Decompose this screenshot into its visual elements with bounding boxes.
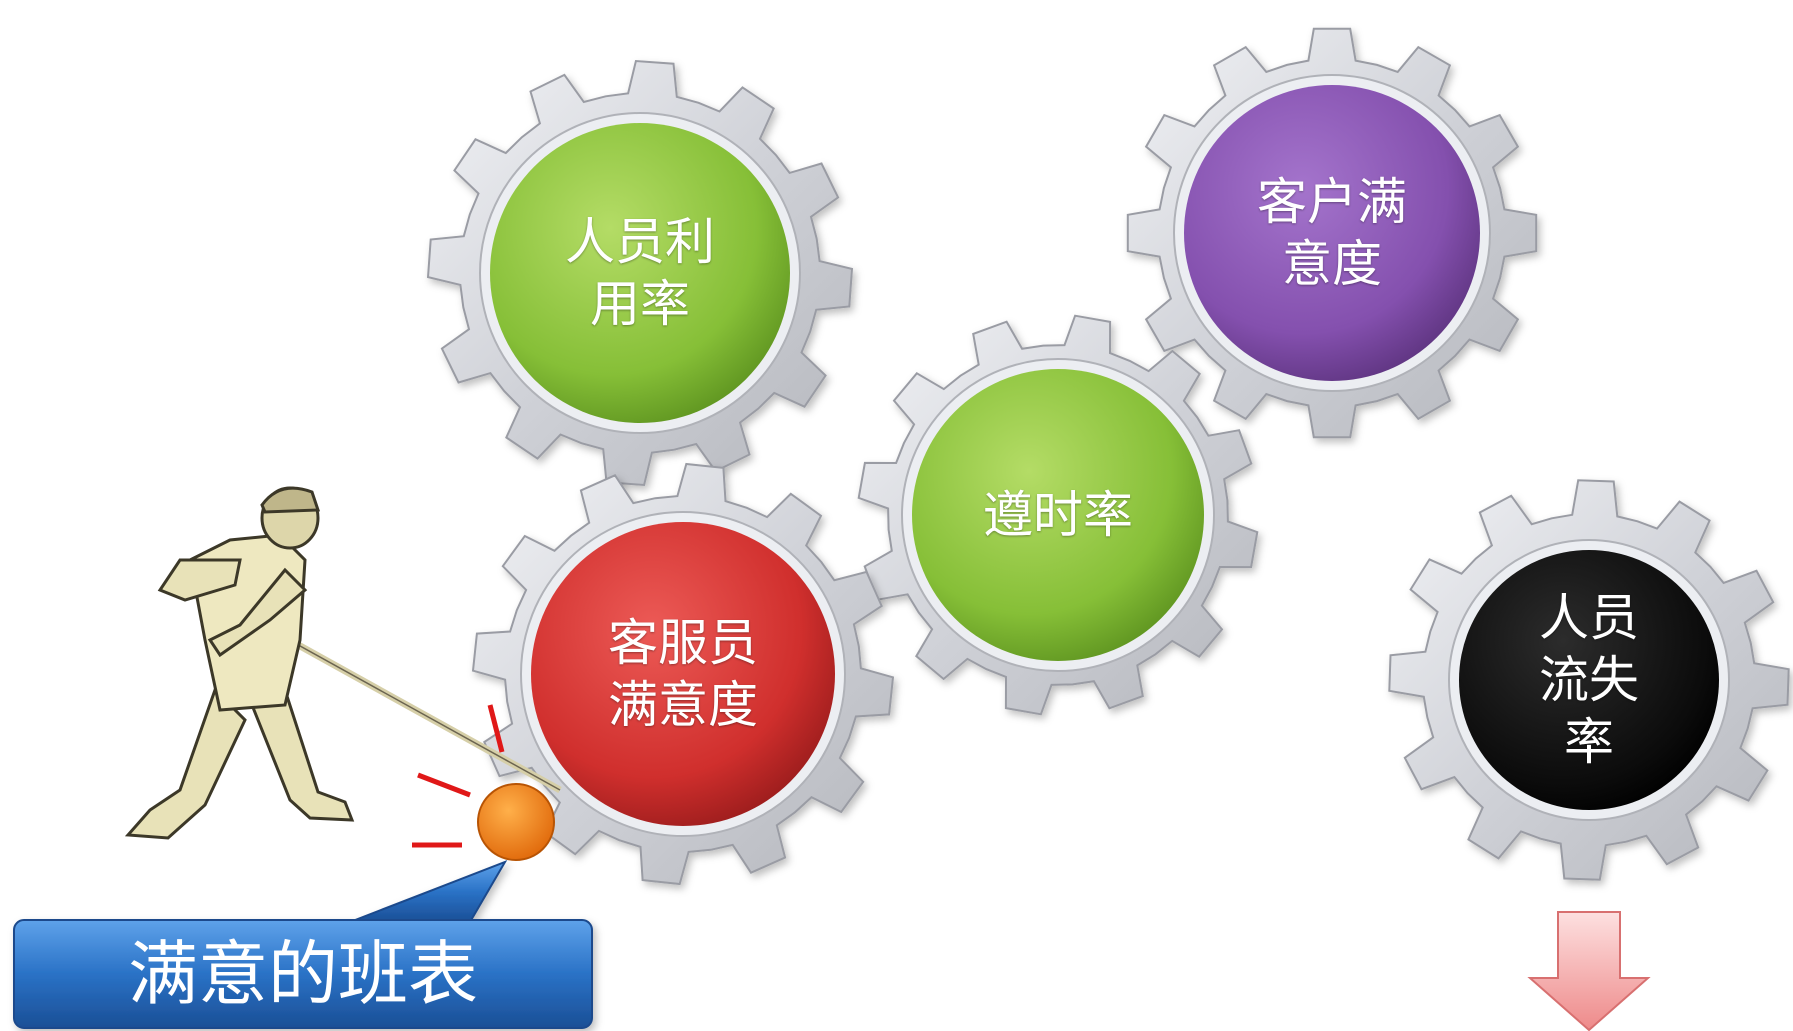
worker-pushing-lever-icon (124, 486, 562, 840)
gear-label-customer-satisfaction: 客户满 意度 (1257, 173, 1407, 293)
gear-adherence-rate (857, 314, 1259, 716)
callout-box (13, 860, 593, 1029)
down-arrow-icon (1527, 911, 1651, 1031)
gear-label-attrition-rate: 人员 流失 率 (1539, 589, 1639, 771)
gear-agent-satisfaction (471, 462, 895, 886)
gear-staff-utilization-hub (490, 123, 790, 423)
callout-label: 满意的班表 (128, 933, 478, 1015)
gear-agent-satisfaction-hub (531, 522, 835, 826)
gear-label-adherence-rate: 遵时率 (983, 486, 1133, 544)
gear-adherence-rate-hub (912, 369, 1204, 661)
gear-staff-utilization (426, 59, 854, 487)
orange-ball (477, 783, 555, 861)
gear-customer-satisfaction-hub (1184, 85, 1480, 381)
gear-label-staff-utilization: 人员利 用率 (565, 213, 715, 333)
gear-attrition-rate (1388, 479, 1790, 881)
impact-marks (412, 704, 505, 848)
gear-customer-satisfaction (1126, 27, 1538, 439)
gear-attrition-rate-hub (1459, 550, 1719, 810)
gear-label-agent-satisfaction: 客服员 满意度 (608, 614, 758, 734)
